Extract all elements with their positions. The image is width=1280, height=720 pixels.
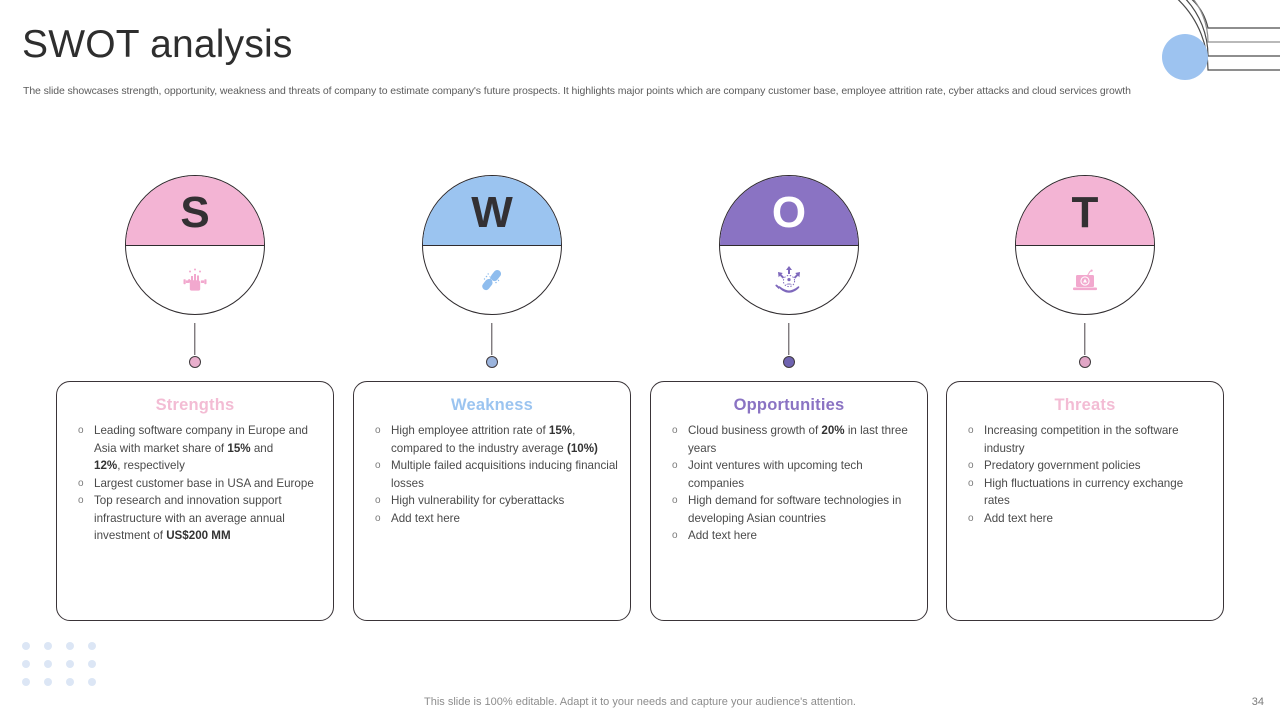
list-item: High vulnerability for cyberattacks [366,492,618,510]
swot-card-strengths[interactable]: Strengths Leading software company in Eu… [56,381,334,621]
card-title-weakness: Weakness [450,396,533,414]
corner-accent-circle [1162,34,1208,80]
badge-wrap-opportunities: O [650,175,928,323]
swot-column-weakness: W [353,175,631,621]
list-item: Increasing competition in the software i… [959,422,1211,457]
connector-line [1084,323,1086,355]
dot-grid-decoration [22,642,110,696]
connector-weakness [353,323,631,381]
connector-knob [783,356,795,368]
card-list-opportunities: Cloud business growth of 20% in last thr… [663,422,915,545]
deco-dot [22,660,30,668]
deco-dot [66,660,74,668]
swot-card-opportunities[interactable]: Opportunities Cloud business growth of 2… [650,381,928,621]
list-item: Predatory government policies [959,457,1211,475]
card-title-opportunities: Opportunities [733,396,845,414]
list-item: Largest customer base in USA and Europe [69,475,321,493]
card-list-threats: Increasing competition in the software i… [959,422,1211,527]
deco-dot [88,660,96,668]
page-title: SWOT analysis [22,23,293,66]
broken-chain-link-icon [423,245,561,314]
badge-letter-o: O [771,187,807,237]
swot-badge-o[interactable]: O [719,175,859,315]
swot-badge-t[interactable]: T [1015,175,1155,315]
badge-divider [423,245,561,246]
connector-knob [189,356,201,368]
list-item: Cloud business growth of 20% in last thr… [663,422,915,457]
deco-dot [88,642,96,650]
swot-badge-s[interactable]: S [125,175,265,315]
connector-knob [486,356,498,368]
deco-dot [66,642,74,650]
swot-column-opportunities: O [650,175,928,621]
badge-letter-w: W [471,187,513,237]
deco-dot [44,660,52,668]
card-list-weakness: High employee attrition rate of 15%, com… [366,422,618,527]
swot-column-strengths: S [56,175,334,621]
swot-badge-w[interactable]: W [422,175,562,315]
badge-letter-s: S [180,187,210,237]
badge-wrap-strengths: S [56,175,334,323]
swot-column-threats: T [946,175,1224,621]
deco-dot [88,678,96,686]
list-item: High demand for software technologies in… [663,492,915,527]
list-item: Leading software company in Europe and A… [69,422,321,475]
connector-line [788,323,790,355]
page-subtitle: The slide showcases strength, opportunit… [23,85,1131,97]
badge-top-fill [720,176,858,245]
connector-line [194,323,196,355]
badge-top-fill [126,176,264,245]
badge-divider [1016,245,1154,246]
list-item: Add text here [366,510,618,528]
connector-opportunities [650,323,928,381]
list-item: Add text here [663,527,915,545]
badge-top-fill [1016,176,1154,245]
opportunity-growth-hand-icon [720,245,858,314]
page-number: 34 [1251,696,1264,708]
swot-card-threats[interactable]: Threats Increasing competition in the so… [946,381,1224,621]
card-title-threats: Threats [1054,396,1116,414]
list-item: High fluctuations in currency exchange r… [959,475,1211,510]
connector-knob [1079,356,1091,368]
connector-line [491,323,493,355]
card-list-strengths: Leading software company in Europe and A… [69,422,321,545]
card-title-strengths: Strengths [155,396,235,414]
deco-dot [22,678,30,686]
deco-dot [44,678,52,686]
deco-dot [66,678,74,686]
badge-divider [720,245,858,246]
footer-note: This slide is 100% editable. Adapt it to… [424,696,856,708]
deco-dot [44,642,52,650]
list-item: Top research and innovation support infr… [69,492,321,545]
connector-strengths [56,323,334,381]
list-item: Joint ventures with upcoming tech compan… [663,457,915,492]
badge-wrap-weakness: W [353,175,631,323]
corner-arc-decoration [1090,0,1280,110]
strong-arm-dumbbell-icon [126,245,264,314]
list-item: Add text here [959,510,1211,528]
list-item: Multiple failed acquisitions inducing fi… [366,457,618,492]
swot-card-weakness[interactable]: Weakness High employee attrition rate of… [353,381,631,621]
badge-top-fill [423,176,561,245]
laptop-warning-bomb-icon [1016,245,1154,314]
badge-letter-t: T [1071,187,1099,237]
list-item: High employee attrition rate of 15%, com… [366,422,618,457]
deco-dot [22,642,30,650]
swot-columns: S [0,175,1280,625]
connector-threats [946,323,1224,381]
badge-divider [126,245,264,246]
badge-wrap-threats: T [946,175,1224,323]
